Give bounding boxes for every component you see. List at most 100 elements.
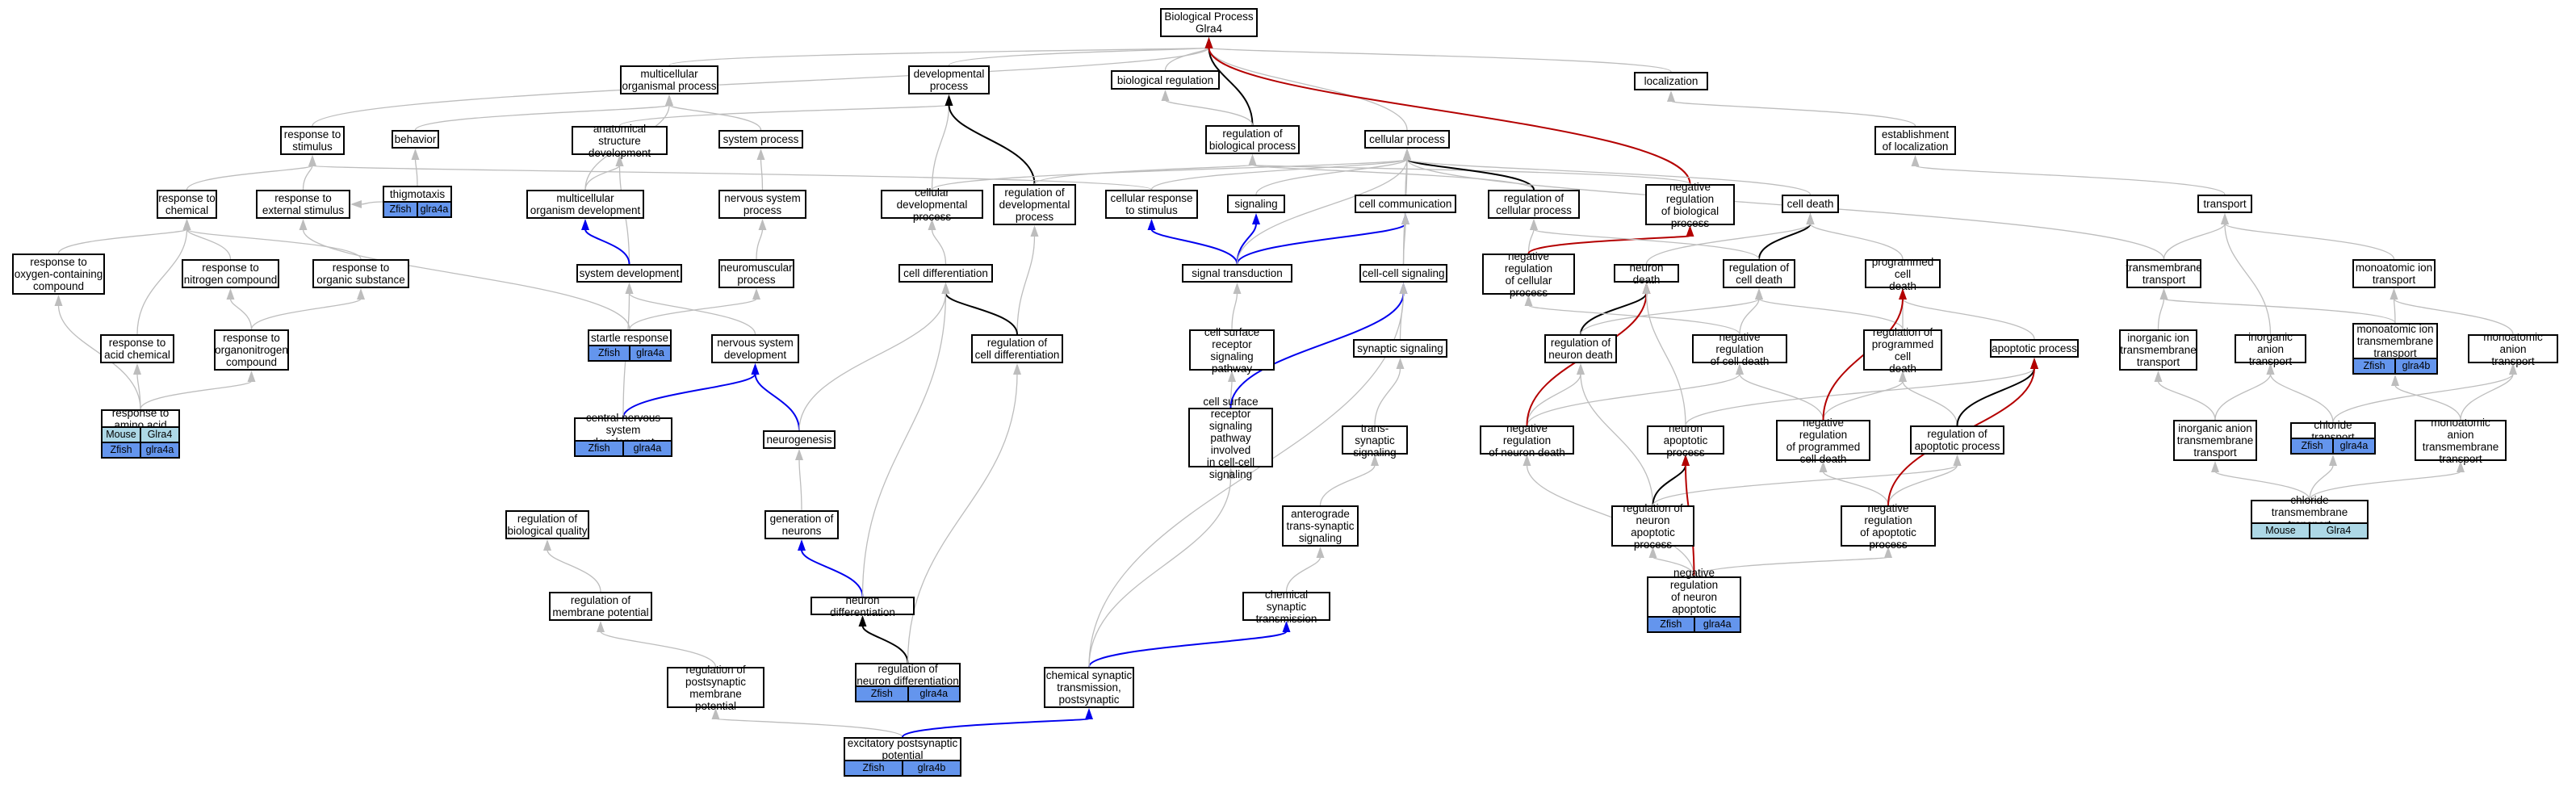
go-term-cdiff[interactable]: cell differentiation [898,264,993,283]
go-term-rpmp[interactable]: regulation of postsynaptic membrane pote… [667,664,764,712]
go-term-iat[interactable]: inorganic anion transport [2235,331,2306,367]
go-term-cdeath[interactable]: cell death [1782,195,1839,213]
go-term-rtes[interactable]: response to external stimulus [256,190,350,219]
go-term-crts[interactable]: cellular response to stimulus [1105,190,1198,219]
go-term-breg[interactable]: biological regulation [1111,70,1220,90]
go-term-atss[interactable]: anterograde trans-synaptic signaling [1282,505,1359,547]
gene-tag[interactable]: glra4a [2332,439,2374,453]
gene-tag[interactable]: glra4a [622,442,671,455]
species-tag[interactable]: Mouse [2252,524,2309,538]
gene-tag[interactable]: Glra4 [140,428,178,442]
go-term-ndiff[interactable]: neuron differentiation [810,594,915,618]
go-term-eol[interactable]: establishment of localization [1874,126,1956,155]
go-term-cst[interactable]: chemical synaptic transmission [1242,589,1330,625]
go-term-nrnap[interactable]: negative regulation of neuron apoptotic … [1647,567,1741,633]
go-term-rtnc[interactable]: response to nitrogen compound [182,259,279,288]
go-term-gon[interactable]: generation of neurons [764,510,839,539]
go-term-nrcp[interactable]: negative regulation of cellular process [1482,250,1575,299]
gene-tag[interactable]: glra4a [140,443,178,457]
go-term-csrspcc[interactable]: cell surface receptor signaling pathway … [1188,396,1273,480]
gene-tag[interactable]: Glra4 [2309,524,2367,538]
go-term-tmt[interactable]: transmembrane transport [2126,259,2202,288]
go-term-trans[interactable]: transport [2197,195,2252,213]
species-tag[interactable]: Zfish [845,761,902,775]
go-term-dp[interactable]: developmental process [908,65,990,94]
go-term-pcd[interactable]: programmed cell death [1865,256,1941,292]
go-term-nrap[interactable]: negative regulation of apoptotic process [1841,502,1936,551]
species-tag[interactable]: Zfish [589,346,629,360]
go-term-rnap[interactable]: regulation of neuron apoptotic process [1611,502,1694,551]
go-term-rmp[interactable]: regulation of membrane potential [549,592,652,621]
species-tag[interactable]: Zfish [1648,618,1694,631]
go-term-rtocc[interactable]: response to oxygen-containing compound [12,254,105,295]
species-tag[interactable]: Zfish [2292,439,2332,453]
go-term-nrpcd[interactable]: negative regulation of programmed cell d… [1776,417,1870,465]
go-term-rbp[interactable]: regulation of biological process [1205,125,1300,154]
go-term-rdp[interactable]: regulation of developmental process [993,184,1076,225]
go-term-rpcd[interactable]: regulation of programmed cell death [1863,326,1942,375]
species-tag[interactable]: Zfish [2354,359,2394,373]
go-term-mop[interactable]: multicellular organismal process [620,65,718,94]
go-term-nrcd[interactable]: negative regulation of cell death [1692,331,1787,367]
go-term-csrsp[interactable]: cell surface receptor signaling pathway [1189,326,1275,375]
go-term-cltt[interactable]: chloride transmembrane transportMouseGlr… [2251,494,2369,539]
species-tag[interactable]: Zfish [857,687,907,701]
go-term-rtc[interactable]: response to chemical [157,190,217,219]
go-term-ccs[interactable]: cell-cell signaling [1359,264,1447,283]
go-term-nrnd[interactable]: negative regulation of neuron death [1480,422,1574,459]
go-term-ap[interactable]: apoptotic process [1990,339,2079,358]
go-term-rcp[interactable]: regulation of cellular process [1488,190,1580,219]
go-term-nrbp[interactable]: negative regulation of biological proces… [1645,181,1735,229]
go-term-mat[interactable]: monoatomic anion transport [2468,331,2558,367]
gene-tag[interactable]: glra4b [902,761,960,775]
go-term-bp[interactable]: Biological Process Glra4 [1160,8,1258,37]
go-term-rbq[interactable]: regulation of biological quality [505,510,589,539]
species-tag[interactable]: Zfish [384,203,417,216]
gene-tag[interactable]: glra4a [629,346,670,360]
go-term-sysdev[interactable]: system development [576,264,682,283]
go-term-nsp[interactable]: nervous system process [718,190,806,219]
go-term-iitt[interactable]: inorganic ion transmembrane transport [2119,329,2197,371]
go-term-rnd[interactable]: regulation of neuron death [1544,334,1617,363]
go-term-sysp[interactable]: system process [718,130,803,149]
go-term-cnsd[interactable]: central nervous system developmentZfishg… [574,412,672,457]
go-term-sig[interactable]: signaling [1227,195,1285,213]
go-term-mod[interactable]: multicellular organism development [526,190,644,219]
go-term-nsd[interactable]: nervous system development [711,334,799,363]
go-term-tss[interactable]: trans-synaptic signaling [1342,422,1408,459]
go-term-iatt[interactable]: inorganic anion transmembrane transport [2173,420,2257,461]
go-term-rcdiff[interactable]: regulation of cell differentiation [971,334,1063,363]
go-term-rap[interactable]: regulation of apoptotic process [1910,425,2004,455]
gene-tag[interactable]: glra4a [417,203,450,216]
species-tag[interactable]: Zfish [103,443,140,457]
go-term-cdp[interactable]: cellular developmental process [881,186,983,223]
go-term-cp[interactable]: cellular process [1364,130,1450,149]
go-term-nap[interactable]: neuron apoptotic process [1647,422,1724,459]
gene-tag[interactable]: glra4a [1693,618,1740,631]
go-term-st[interactable]: signal transduction [1182,264,1292,283]
go-term-rcd[interactable]: regulation of cell death [1723,259,1795,288]
go-term-beh[interactable]: behavior [392,130,439,149]
gene-tag[interactable]: glra4a [907,687,959,701]
go-term-nd[interactable]: neuron death [1614,262,1679,286]
go-term-neurog[interactable]: neurogenesis [763,430,836,449]
species-tag[interactable]: Mouse [103,428,140,442]
go-term-rts[interactable]: response to stimulus [280,126,345,155]
go-term-cstp[interactable]: chemical synaptic transmission, postsyna… [1044,667,1134,708]
go-term-rtac[interactable]: response to acid chemical [100,334,174,363]
gene-tag[interactable]: glra4b [2394,359,2436,373]
go-term-rtos[interactable]: response to organic substance [312,259,409,288]
go-term-mit[interactable]: monoatomic ion transport [2352,259,2436,288]
species-tag[interactable]: Zfish [576,442,622,455]
go-term-nmp[interactable]: neuromuscular process [718,259,794,288]
go-term-asd[interactable]: anatomical structure development [572,123,668,159]
go-term-ss[interactable]: synaptic signaling [1353,339,1447,358]
go-term-rtoc[interactable]: response to organonitrogen compound [214,329,289,371]
